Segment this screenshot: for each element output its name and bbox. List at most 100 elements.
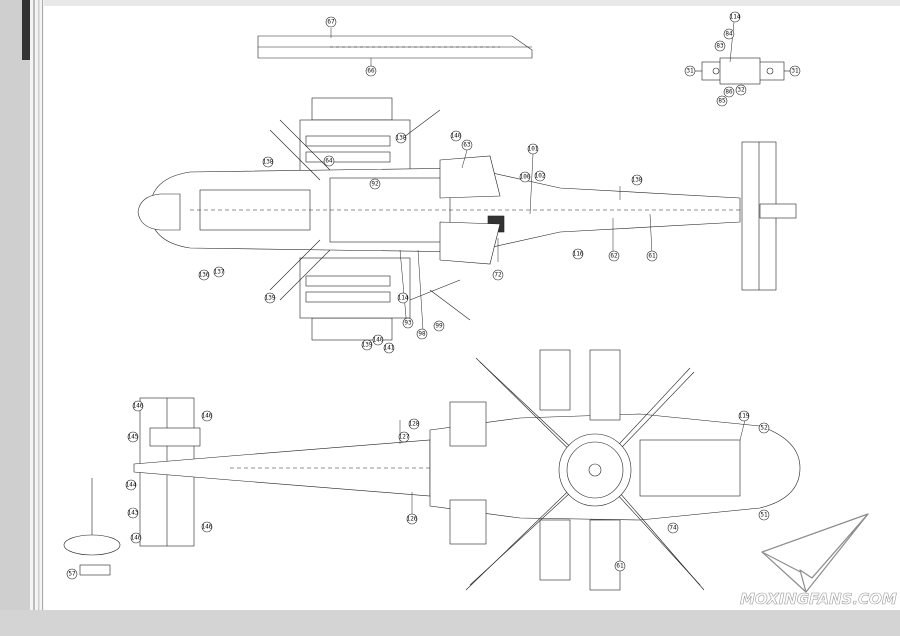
callout-116: 116 <box>573 248 584 260</box>
svg-text:83: 83 <box>716 43 724 50</box>
underside-view-fuselage <box>133 349 801 591</box>
svg-text:86: 86 <box>725 89 733 96</box>
callout-83: 83 <box>714 40 726 52</box>
svg-text:74: 74 <box>669 525 677 532</box>
callout-126: 126 <box>407 513 418 525</box>
svg-text:61: 61 <box>648 253 656 260</box>
svg-text:139: 139 <box>362 342 373 349</box>
svg-text:146: 146 <box>131 535 142 542</box>
callout-31-left: 31 <box>684 65 696 77</box>
callout-114: 114 <box>730 11 741 23</box>
callout-98: 98 <box>416 328 428 340</box>
svg-text:145: 145 <box>128 434 139 441</box>
svg-text:138: 138 <box>396 135 407 142</box>
callout-146-a: 146 <box>133 400 144 412</box>
callout-102: 102 <box>535 170 546 182</box>
svg-text:146: 146 <box>202 413 213 420</box>
svg-text:116: 116 <box>573 251 584 258</box>
svg-text:119: 119 <box>739 413 750 420</box>
svg-text:144: 144 <box>126 482 137 489</box>
svg-text:31: 31 <box>791 68 799 75</box>
callout-61-b: 61 <box>614 560 626 572</box>
callout-138-a: 138 <box>396 132 407 144</box>
callout-139-a: 139 <box>265 292 276 304</box>
rotor-blade-plan <box>257 35 533 59</box>
callout-100: 100 <box>520 171 531 183</box>
callout-140-b: 140 <box>373 334 384 346</box>
callout-57: 57 <box>66 568 78 580</box>
svg-text:146: 146 <box>133 403 144 410</box>
svg-text:143: 143 <box>128 510 139 517</box>
svg-text:51: 51 <box>760 512 768 519</box>
svg-text:85: 85 <box>718 98 726 105</box>
svg-text:138: 138 <box>632 177 643 184</box>
callout-127: 127 <box>399 431 410 443</box>
svg-text:128: 128 <box>409 421 420 428</box>
callout-leaders <box>330 21 746 515</box>
callout-labels: 67 66 114 84 83 31 31 86 32 85 138 140 6… <box>66 11 801 580</box>
callout-84: 84 <box>723 28 735 40</box>
svg-text:63: 63 <box>463 142 471 149</box>
svg-text:114: 114 <box>730 14 741 21</box>
svg-text:32: 32 <box>737 87 745 94</box>
svg-text:93: 93 <box>404 320 412 327</box>
callout-31-right: 31 <box>789 65 801 77</box>
callout-101: 101 <box>528 143 539 155</box>
svg-text:84: 84 <box>725 31 733 38</box>
svg-text:57: 57 <box>68 571 76 578</box>
svg-text:67: 67 <box>327 19 335 26</box>
callout-136: 136 <box>199 269 210 281</box>
callout-85: 85 <box>716 95 728 107</box>
callout-52: 52 <box>758 422 770 434</box>
callout-138-c: 138 <box>632 174 643 186</box>
callout-66: 66 <box>365 65 377 77</box>
callout-138-b: 138 <box>263 156 274 168</box>
svg-text:138: 138 <box>263 159 274 166</box>
top-view-fuselage <box>137 97 797 341</box>
sensor-detail-view <box>63 478 121 576</box>
callout-137: 137 <box>214 266 225 278</box>
callout-119: 119 <box>739 410 750 422</box>
svg-text:141: 141 <box>384 345 395 352</box>
callout-99: 99 <box>433 320 445 332</box>
callout-64: 64 <box>323 155 335 167</box>
callout-143: 143 <box>128 507 139 519</box>
svg-text:31: 31 <box>686 68 694 75</box>
callout-61-a: 61 <box>646 250 658 262</box>
svg-text:140: 140 <box>373 337 384 344</box>
svg-text:127: 127 <box>399 434 410 441</box>
callout-72: 72 <box>492 269 504 281</box>
callout-62: 62 <box>608 250 620 262</box>
callout-146-d: 146 <box>202 521 213 533</box>
svg-text:140: 140 <box>451 133 462 140</box>
callout-144: 144 <box>126 479 137 491</box>
callout-86: 86 <box>723 86 735 98</box>
callout-139-b: 139 <box>362 339 373 351</box>
paper-plane-icon <box>761 513 869 593</box>
svg-text:99: 99 <box>435 323 443 330</box>
svg-text:61: 61 <box>616 563 624 570</box>
hub-detail-view <box>690 57 796 85</box>
svg-text:66: 66 <box>367 68 375 75</box>
svg-text:100: 100 <box>520 174 531 181</box>
svg-text:136: 136 <box>199 272 210 279</box>
callout-128: 128 <box>409 418 420 430</box>
callout-51: 51 <box>758 509 770 521</box>
callout-145: 145 <box>128 431 139 443</box>
callout-74: 74 <box>667 522 679 534</box>
svg-text:146: 146 <box>202 524 213 531</box>
svg-text:126: 126 <box>407 516 418 523</box>
svg-text:62: 62 <box>610 253 618 260</box>
callout-63: 63 <box>461 139 473 151</box>
svg-text:102: 102 <box>535 173 546 180</box>
callout-92: 92 <box>369 178 381 190</box>
callout-140-a: 140 <box>451 130 462 142</box>
callout-146-b: 146 <box>202 410 213 422</box>
svg-text:64: 64 <box>325 158 333 165</box>
svg-text:52: 52 <box>760 425 768 432</box>
svg-text:72: 72 <box>494 272 502 279</box>
callout-32: 32 <box>735 84 747 96</box>
callout-114-b: 114 <box>398 292 409 304</box>
